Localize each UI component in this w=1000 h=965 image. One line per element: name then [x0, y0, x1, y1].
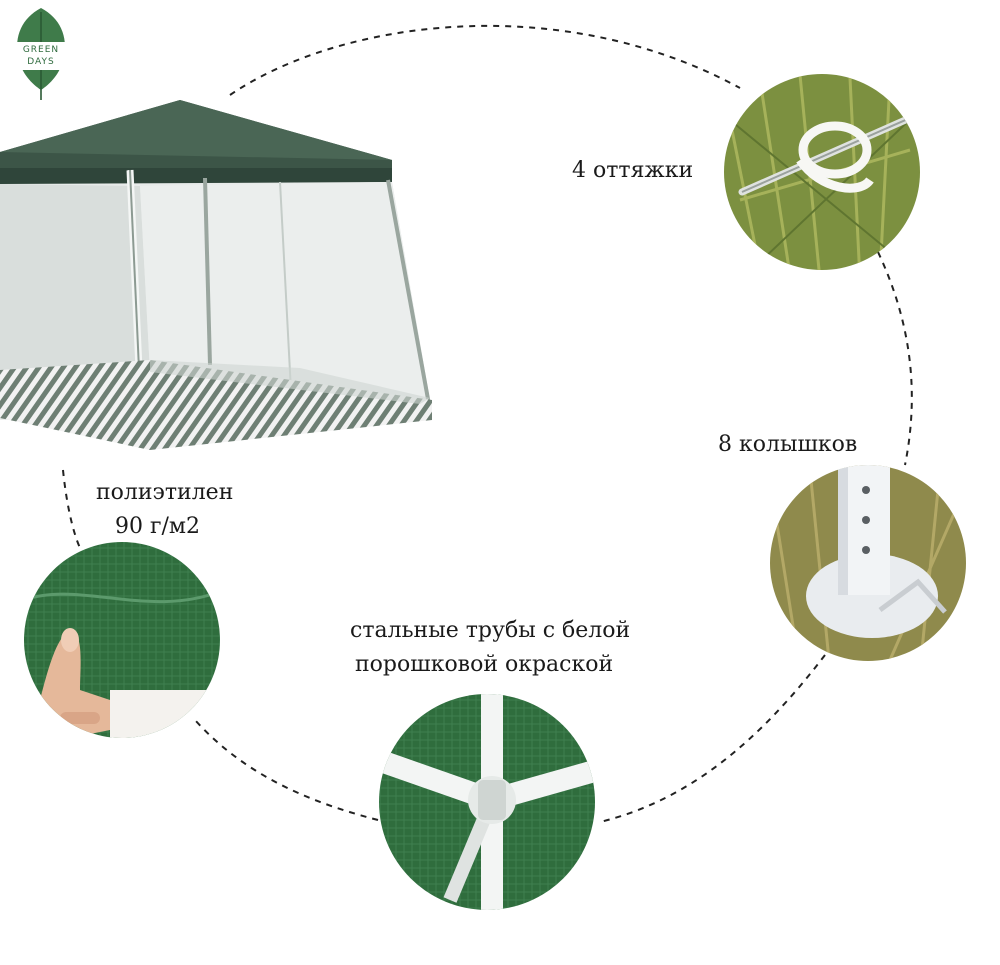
tent-illustration: [0, 100, 432, 450]
leaf-icon: [12, 8, 70, 100]
frame-label-line2: порошковой окраской: [355, 652, 614, 677]
dashed-arc-bottom-right: [599, 654, 826, 823]
dashed-arc-bottom-left: [194, 719, 379, 821]
dashed-arc-right: [877, 251, 913, 466]
dashed-circle-guide: [229, 24, 741, 96]
green-days-logo: GREEN DAYS: [8, 6, 74, 102]
material-label-line1: полиэтилен: [96, 480, 234, 505]
guy-line-photo: [724, 74, 920, 270]
pegs-label: 8 колышков: [718, 432, 858, 457]
logo-text-green: GREEN: [22, 45, 60, 55]
guy-lines-label: 4 оттяжки: [572, 158, 694, 183]
fabric-photo: [24, 542, 220, 738]
frame-label-line1: стальные трубы с белой: [350, 618, 631, 643]
dashed-arc-left: [62, 469, 81, 549]
logo-text-days: DAYS: [27, 57, 55, 67]
frame-connector-photo: [379, 694, 595, 910]
peg-photo: [770, 465, 966, 661]
material-label-line2: 90 г/м2: [115, 514, 201, 539]
